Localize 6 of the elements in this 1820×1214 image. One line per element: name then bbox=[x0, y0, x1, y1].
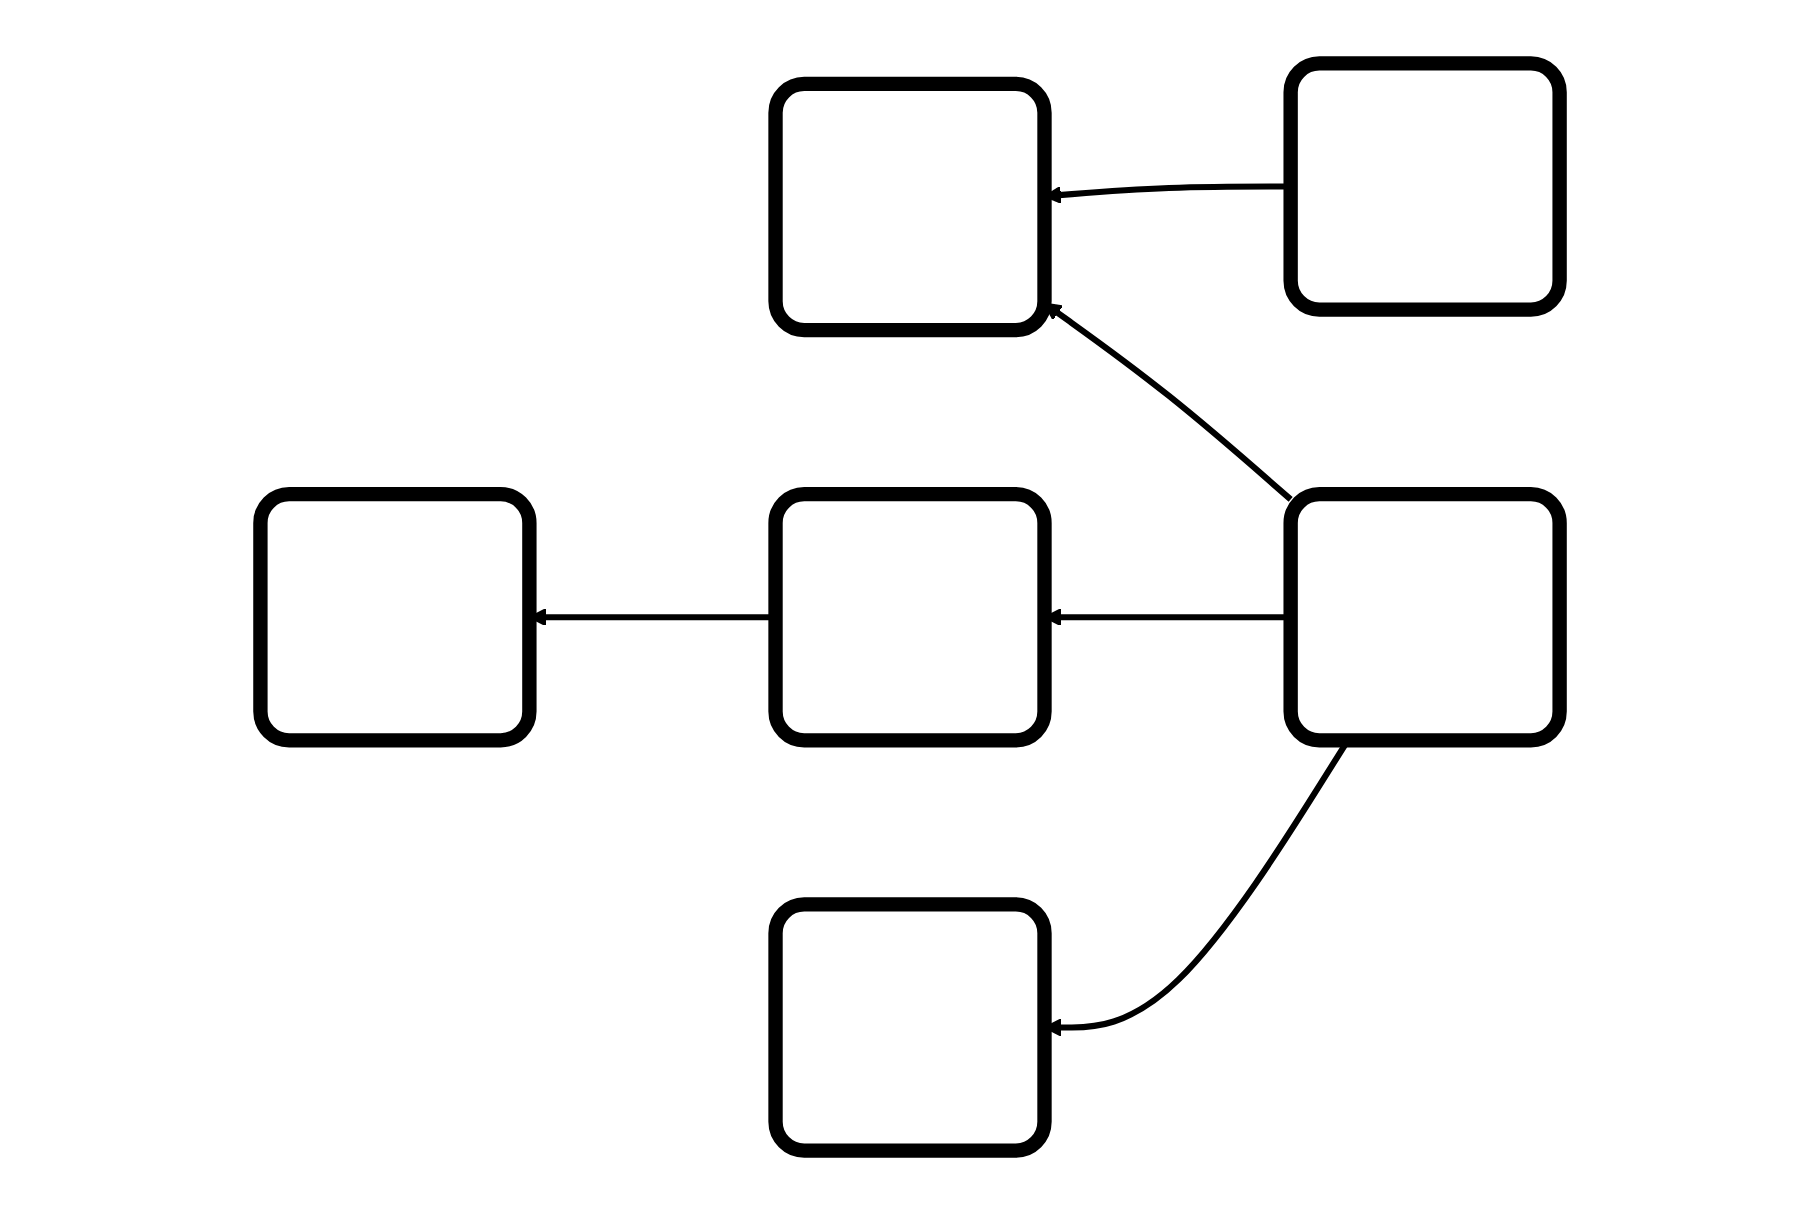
node-box bbox=[768, 487, 1052, 748]
node-box bbox=[768, 897, 1052, 1158]
node-box bbox=[768, 76, 1052, 338]
node-box bbox=[1283, 487, 1567, 748]
node-box bbox=[1283, 56, 1567, 317]
node-box bbox=[253, 487, 537, 748]
